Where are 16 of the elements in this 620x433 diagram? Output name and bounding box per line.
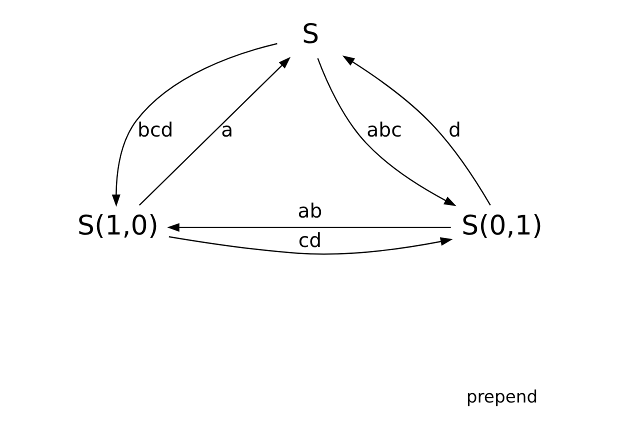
edge-label: ab	[298, 198, 322, 222]
node-text: S(1,0)	[77, 210, 159, 241]
arrow	[342, 54, 491, 205]
label: prepend	[466, 387, 538, 408]
arrow	[112, 42, 278, 206]
arrow	[317, 58, 456, 206]
arrow	[168, 236, 453, 254]
edge-label: a	[221, 118, 234, 141]
arrow	[138, 56, 291, 206]
arrow	[167, 222, 451, 232]
edge-label: abc	[366, 118, 402, 141]
edge-label: bcd	[138, 118, 174, 141]
node-text: S	[302, 18, 320, 50]
node-text: S(0,1)	[461, 210, 543, 241]
edge-label: d	[448, 118, 462, 141]
edge-label: cd	[298, 228, 322, 252]
